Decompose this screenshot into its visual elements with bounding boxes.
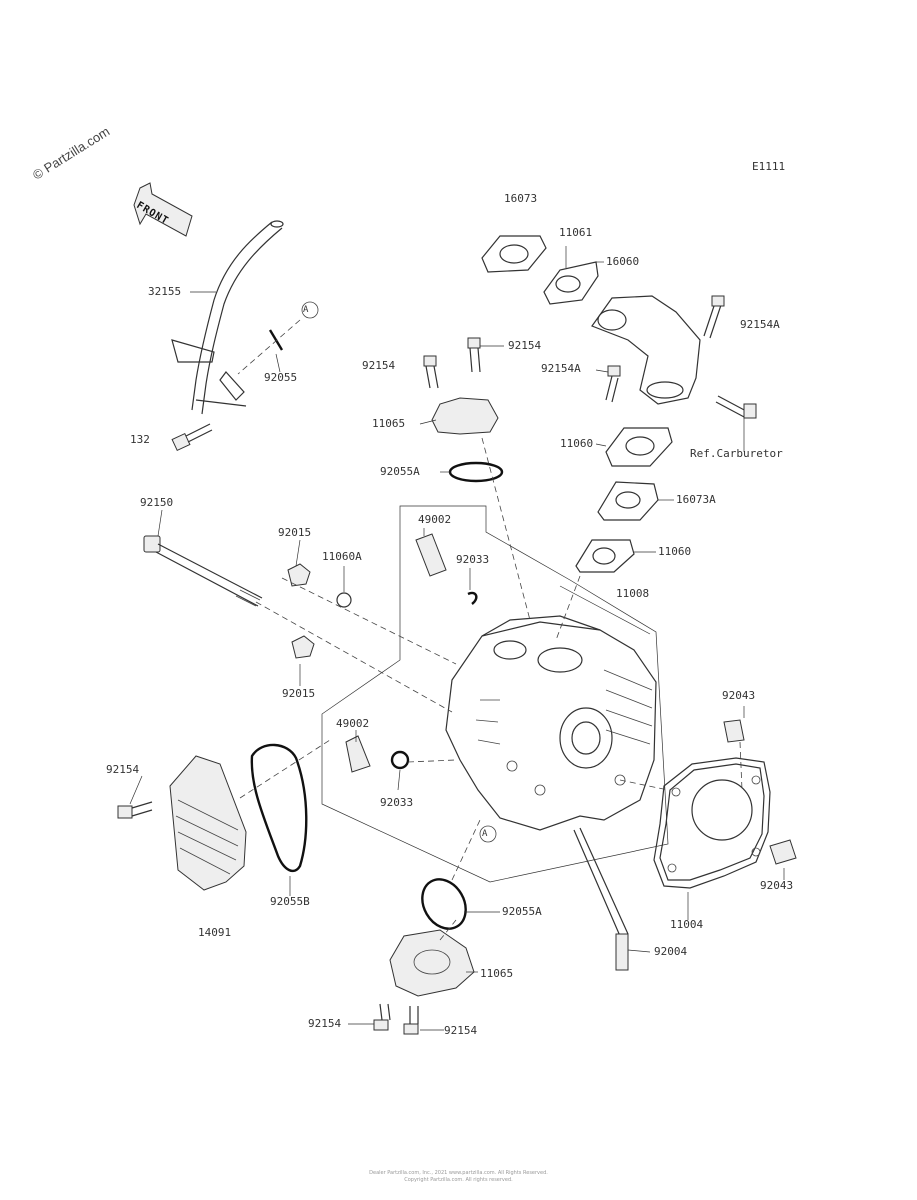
guide-49002-top — [415, 533, 447, 577]
callout-a-bottom-label: A — [482, 829, 488, 839]
part-label-11008[interactable]: 11008 — [616, 587, 650, 600]
nut-92015-top — [287, 563, 311, 587]
spacer-16073a — [597, 481, 659, 521]
part-label-92154-b[interactable]: 92154 — [508, 339, 542, 352]
part-label-92033-mid[interactable]: 92033 — [380, 796, 414, 809]
part-label-11061[interactable]: 11061 — [559, 226, 593, 239]
clip-92055 — [268, 329, 284, 351]
part-label-92015-mid[interactable]: 92015 — [282, 687, 316, 700]
dowel-92043-top — [723, 719, 745, 743]
part-label-92055a-bot[interactable]: 92055A — [502, 905, 542, 918]
part-label-16060[interactable]: 16060 — [606, 255, 640, 268]
dowel-92043-bot — [769, 839, 797, 865]
part-label-11060-mid[interactable]: 11060 — [658, 545, 692, 558]
part-label-92043-top[interactable]: 92043 — [722, 689, 756, 702]
gasket-11004 — [653, 757, 771, 889]
bolt-ref-carb — [715, 395, 757, 419]
part-label-11060a[interactable]: 11060A — [322, 550, 362, 563]
part-label-49002-top[interactable]: 49002 — [418, 513, 452, 526]
part-label-16073[interactable]: 16073 — [504, 192, 538, 205]
part-label-92043-bot[interactable]: 92043 — [760, 879, 794, 892]
breather-pipe — [171, 220, 284, 415]
gasket-11060-top — [605, 427, 673, 467]
part-label-132[interactable]: 132 — [130, 433, 150, 446]
oring-92055a-bot — [421, 878, 467, 930]
part-label-92055b[interactable]: 92055B — [270, 895, 310, 908]
callout-a-top-label: A — [303, 305, 309, 315]
part-label-11060-top[interactable]: 11060 — [560, 437, 594, 450]
part-label-32155[interactable]: 32155 — [148, 285, 182, 298]
cover-11065-bot — [389, 929, 475, 997]
circlip-92033-mid — [390, 750, 410, 770]
part-label-92015-top[interactable]: 92015 — [278, 526, 312, 539]
gasket-11061 — [543, 261, 599, 305]
bolt-92154-bl — [373, 1003, 391, 1031]
part-label-92154-bl[interactable]: 92154 — [308, 1017, 342, 1030]
bolt-92150 — [143, 535, 263, 607]
part-label-11004[interactable]: 11004 — [670, 918, 704, 931]
part-label-92154a-top[interactable]: 92154A — [740, 318, 780, 331]
intake-pipe-16060 — [591, 295, 701, 405]
part-label-92150[interactable]: 92150 — [140, 496, 174, 509]
gasket-92055b — [250, 743, 308, 873]
part-label-92055[interactable]: 92055 — [264, 371, 298, 384]
part-label-11065-top[interactable]: 11065 — [372, 417, 406, 430]
cover-11065-top — [431, 397, 499, 435]
bolt-92154-b — [467, 337, 481, 373]
bolt-132 — [171, 423, 213, 452]
bolt-92154a-mid — [605, 365, 621, 403]
guide-49002-mid — [345, 735, 371, 773]
part-label-11065-bot[interactable]: 11065 — [480, 967, 514, 980]
bolt-92154a-top — [703, 295, 725, 339]
gasket-16073 — [481, 235, 547, 273]
cylinder-head — [445, 615, 657, 831]
part-label-92154-a[interactable]: 92154 — [362, 359, 396, 372]
diagram-code: E1111 — [752, 160, 786, 173]
oring-92055a-top — [448, 461, 504, 483]
part-label-92154a-mid[interactable]: 92154A — [541, 362, 581, 375]
bolt-92154-br — [403, 1006, 419, 1035]
gasket-11060-mid — [575, 539, 635, 573]
bolt-92154-left — [117, 801, 153, 819]
callout-a-top — [301, 301, 319, 319]
part-label-16073a[interactable]: 16073A — [676, 493, 716, 506]
callout-a-bottom — [479, 825, 497, 843]
part-label-49002-mid[interactable]: 49002 — [336, 717, 370, 730]
assembly-frame — [321, 505, 669, 883]
part-label-14091[interactable]: 14091 — [198, 926, 232, 939]
footer-line-2: Copyright Partzilla.com. All rights rese… — [404, 1177, 513, 1183]
part-label-92055a-top[interactable]: 92055A — [380, 465, 420, 478]
bolt-92154-a — [423, 355, 439, 389]
front-arrow-icon — [133, 182, 193, 237]
part-label-ref-carburetor[interactable]: Ref.Carburetor — [690, 447, 783, 460]
circlip-92033-top — [467, 591, 478, 605]
part-label-92004[interactable]: 92004 — [654, 945, 688, 958]
part-label-92154-br[interactable]: 92154 — [444, 1024, 478, 1037]
nut-92015-mid — [291, 635, 315, 659]
part-label-92033-top[interactable]: 92033 — [456, 553, 490, 566]
part-label-92154-left[interactable]: 92154 — [106, 763, 140, 776]
footer-copyright: Dealer Partzilla.com, Inc., 2021 www.par… — [0, 1170, 917, 1184]
cover-14091 — [169, 755, 247, 891]
footer-line-1: Dealer Partzilla.com, Inc., 2021 www.par… — [369, 1170, 548, 1176]
stud-92004 — [573, 827, 629, 971]
washer-11060a — [336, 592, 352, 608]
